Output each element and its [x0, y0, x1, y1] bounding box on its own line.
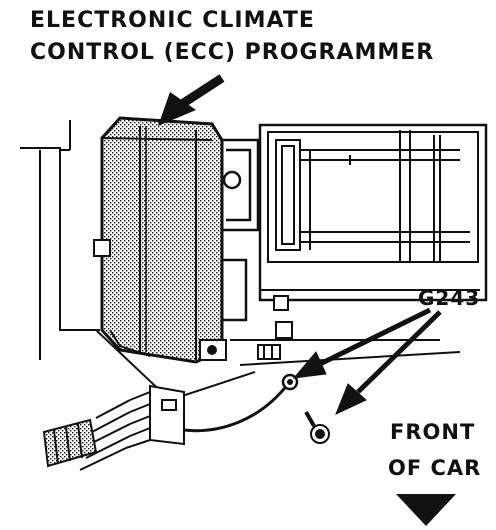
instrument-panel: [258, 123, 488, 302]
title-line-2: CONTROL (ECC) PROGRAMMER: [30, 40, 435, 65]
ground-label: G243: [418, 286, 481, 310]
ground-wire: [183, 373, 299, 433]
mounting-bracket: [222, 138, 260, 322]
front-arrow: [396, 494, 456, 526]
ecc-programmer-module: [93, 116, 227, 364]
panel-switches: [273, 295, 293, 339]
programmer-arrow: [158, 74, 225, 126]
front-label-line-1: FRONT: [390, 420, 476, 444]
front-label-line-2: OF CAR: [388, 456, 482, 480]
ground-bolt: [304, 411, 330, 444]
harness-connector: [42, 384, 185, 471]
g243-arrows: [292, 307, 442, 415]
ground-connector: [257, 344, 281, 360]
title-line-1: ELECTRONIC CLIMATE: [30, 8, 315, 33]
